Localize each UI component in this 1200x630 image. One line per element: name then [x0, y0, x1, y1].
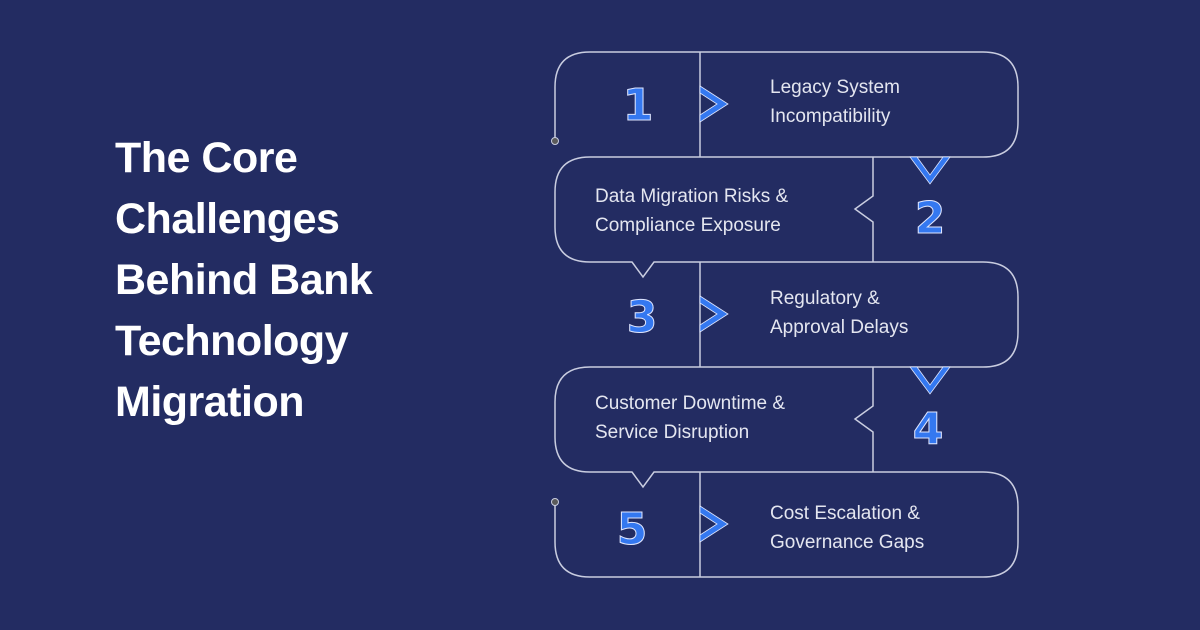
step-number: 4	[912, 404, 944, 455]
title-line: Migration	[115, 378, 304, 426]
challenge-line: Cost Escalation &	[770, 503, 920, 524]
step-4-outline	[554, 366, 873, 489]
step-2-divider	[853, 157, 874, 262]
title-line: Technology	[115, 317, 349, 365]
chevron-right-icon	[699, 85, 729, 123]
start-dot	[551, 137, 559, 145]
challenge-line: Incompatibility	[770, 106, 891, 127]
challenge-line: Approval Delays	[770, 317, 909, 338]
step-4-divider	[853, 367, 874, 472]
challenge-line: Customer Downtime &	[595, 393, 786, 414]
challenge-line: Governance Gaps	[770, 532, 925, 553]
challenge-line: Regulatory &	[770, 288, 880, 309]
chevron-right-icon	[699, 295, 729, 333]
title-line: The Core	[115, 134, 298, 182]
challenge-label: Data Migration Risks & Compliance Exposu…	[595, 182, 788, 240]
challenge-label: Regulatory & Approval Delays	[770, 284, 908, 342]
title-line: Challenges	[115, 195, 340, 243]
challenge-line: Service Disruption	[595, 422, 750, 443]
end-dot	[551, 498, 559, 506]
challenge-line: Legacy System	[770, 77, 900, 98]
step-5-outline	[554, 471, 1019, 578]
chevron-right-icon	[699, 505, 729, 543]
step-number: 5	[616, 504, 648, 555]
title-line: Behind Bank	[115, 256, 373, 304]
chevron-down-icon	[909, 156, 951, 185]
challenge-line: Compliance Exposure	[595, 215, 781, 236]
challenge-label: Legacy System Incompatibility	[770, 73, 900, 131]
challenge-label: Cost Escalation & Governance Gaps	[770, 499, 924, 557]
step-2-outline	[554, 156, 873, 279]
challenge-label: Customer Downtime & Service Disruption	[595, 389, 785, 447]
step-number: 2	[914, 193, 946, 244]
step-3-outline	[700, 261, 1019, 368]
step-1-outline	[554, 51, 1019, 158]
page-title: The Core Challenges Behind Bank Technolo…	[115, 128, 373, 433]
step-number: 1	[622, 80, 654, 131]
step-number: 3	[626, 292, 658, 343]
challenge-line: Data Migration Risks &	[595, 186, 789, 207]
chevron-down-icon	[909, 366, 951, 395]
